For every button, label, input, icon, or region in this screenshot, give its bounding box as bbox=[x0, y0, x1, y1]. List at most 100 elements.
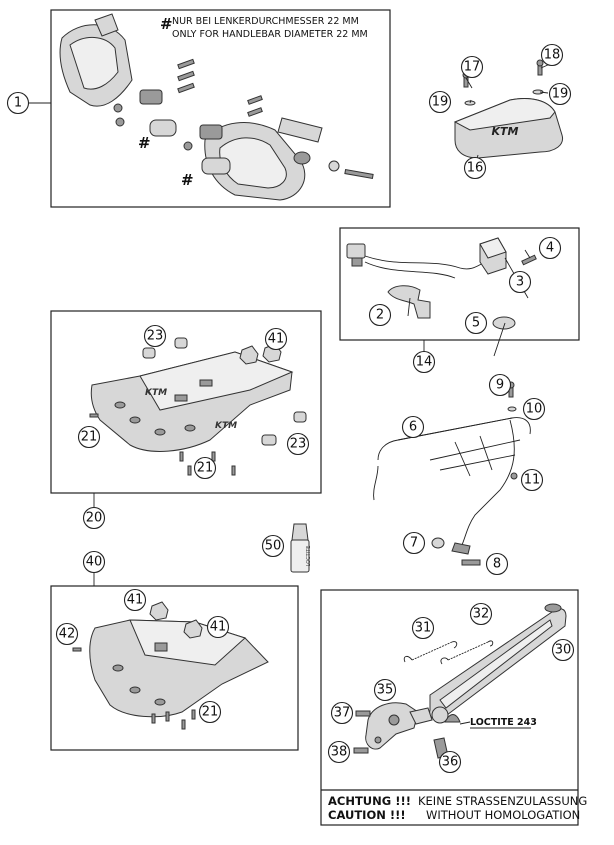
callout-5: 5 bbox=[464, 311, 488, 335]
callout-31: 31 bbox=[411, 616, 435, 640]
svg-text:38: 38 bbox=[331, 745, 348, 760]
svg-text:30: 30 bbox=[555, 643, 572, 658]
engine-guard-kit-box bbox=[50, 585, 299, 751]
callout-41-guard-top: 41 bbox=[123, 588, 147, 612]
svg-text:41: 41 bbox=[127, 593, 144, 608]
svg-text:11: 11 bbox=[524, 473, 541, 488]
loctite-243-label: LOCTITE 243 bbox=[470, 717, 537, 728]
side-stand bbox=[429, 603, 567, 721]
handguard-left bbox=[59, 13, 133, 107]
loctite-arrow bbox=[459, 721, 471, 725]
springs-31-32 bbox=[403, 640, 494, 665]
callout-4: 4 bbox=[538, 236, 562, 260]
warning-en-label: CAUTION !!! bbox=[328, 808, 406, 822]
hash-mark-clamp-right: # bbox=[181, 171, 194, 189]
callout-32: 32 bbox=[469, 602, 493, 626]
callout-7: 7 bbox=[402, 531, 426, 555]
skid-plate-logo-2: KTM bbox=[215, 421, 237, 431]
callout-11: 11 bbox=[520, 468, 544, 492]
warning-de-text: KEINE STRASSENZULASSUNG bbox=[418, 794, 587, 808]
spacers-41-guard bbox=[149, 601, 203, 639]
electrical-kit-box bbox=[339, 227, 580, 341]
svg-text:31: 31 bbox=[415, 621, 432, 636]
mounting-bolts bbox=[113, 58, 374, 179]
callout-23-right: 23 bbox=[286, 432, 310, 456]
svg-text:23: 23 bbox=[290, 437, 307, 452]
callout-21-left: 21 bbox=[77, 425, 101, 449]
callout-21-center: 21 bbox=[193, 456, 217, 480]
horn-unit bbox=[479, 237, 507, 275]
callout-41-skid: 41 bbox=[264, 327, 288, 351]
svg-text:20: 20 bbox=[86, 511, 103, 526]
seat-cushion: KTM bbox=[453, 98, 564, 159]
skid-plate-logo: KTM bbox=[145, 388, 167, 398]
callout-23-top: 23 bbox=[143, 324, 167, 348]
svg-text:7: 7 bbox=[410, 536, 418, 551]
horn-bracket bbox=[387, 285, 431, 319]
callout-30: 30 bbox=[551, 638, 575, 662]
svg-text:10: 10 bbox=[526, 402, 543, 417]
svg-text:17: 17 bbox=[464, 60, 481, 75]
callout-18: 18 bbox=[540, 43, 564, 67]
warning-de-label: ACHTUNG !!! bbox=[328, 794, 411, 808]
svg-text:19: 19 bbox=[552, 87, 569, 102]
handlebar-clamp-left bbox=[139, 89, 177, 137]
note-german: NUR BEI LENKERDURCHMESSER 22 MM bbox=[172, 16, 359, 27]
callout-19-left: 19 bbox=[428, 90, 452, 114]
handguard-right bbox=[204, 122, 306, 201]
handlebar-tube bbox=[277, 117, 323, 165]
stand-pivot-nut bbox=[431, 706, 449, 724]
callout-9: 9 bbox=[488, 373, 512, 397]
screw-4 bbox=[521, 254, 537, 266]
callout-50: 50 bbox=[261, 534, 285, 558]
callout-21-guard: 21 bbox=[198, 700, 222, 724]
bottle-label: LOCTITE bbox=[306, 546, 312, 567]
seat-logo: KTM bbox=[492, 125, 519, 138]
hash-note-symbol: # bbox=[160, 15, 173, 33]
svg-text:42: 42 bbox=[59, 627, 76, 642]
stand-bracket-35 bbox=[365, 702, 433, 750]
svg-text:4: 4 bbox=[546, 241, 554, 256]
note-english: ONLY FOR HANDLEBAR DIAMETER 22 MM bbox=[172, 29, 368, 40]
hash-mark-clamp-left: # bbox=[138, 134, 151, 152]
svg-text:21: 21 bbox=[202, 705, 219, 720]
callout-1: 1 bbox=[6, 91, 30, 115]
svg-text:19: 19 bbox=[432, 95, 449, 110]
svg-text:40: 40 bbox=[86, 555, 103, 570]
svg-text:21: 21 bbox=[81, 430, 98, 445]
callout-17: 17 bbox=[460, 55, 484, 79]
callout-10: 10 bbox=[522, 397, 546, 421]
callout-3: 3 bbox=[508, 270, 532, 294]
svg-text:35: 35 bbox=[377, 683, 394, 698]
callout-19-right: 19 bbox=[548, 82, 572, 106]
engine-guard bbox=[89, 619, 269, 718]
handguard-kit-box bbox=[50, 9, 391, 208]
callout-40: 40 bbox=[82, 550, 106, 574]
svg-text:1: 1 bbox=[14, 96, 22, 111]
callout-41-guard-right: 41 bbox=[206, 615, 230, 639]
svg-text:18: 18 bbox=[544, 48, 561, 63]
callout-8: 8 bbox=[485, 552, 509, 576]
callout-35: 35 bbox=[373, 678, 397, 702]
callout-36: 36 bbox=[438, 750, 462, 774]
wiring-harness bbox=[346, 243, 493, 279]
rack-fasteners bbox=[431, 381, 518, 566]
callout-6: 6 bbox=[401, 415, 425, 439]
svg-text:41: 41 bbox=[210, 620, 227, 635]
engine-guard-screws bbox=[72, 647, 196, 730]
handlebar-clamp-right bbox=[199, 124, 231, 175]
svg-text:3: 3 bbox=[516, 275, 524, 290]
svg-text:8: 8 bbox=[493, 557, 501, 572]
svg-text:6: 6 bbox=[409, 420, 417, 435]
svg-text:21: 21 bbox=[197, 461, 214, 476]
svg-text:9: 9 bbox=[496, 378, 504, 393]
skid-plate-kit-box bbox=[50, 310, 322, 494]
grommet-5 bbox=[492, 316, 516, 330]
svg-text:41: 41 bbox=[268, 332, 285, 347]
svg-text:23: 23 bbox=[147, 329, 164, 344]
callout-42: 42 bbox=[55, 622, 79, 646]
rubber-buffers-23 bbox=[142, 337, 307, 446]
svg-text:36: 36 bbox=[442, 755, 459, 770]
callout-16: 16 bbox=[463, 156, 487, 180]
